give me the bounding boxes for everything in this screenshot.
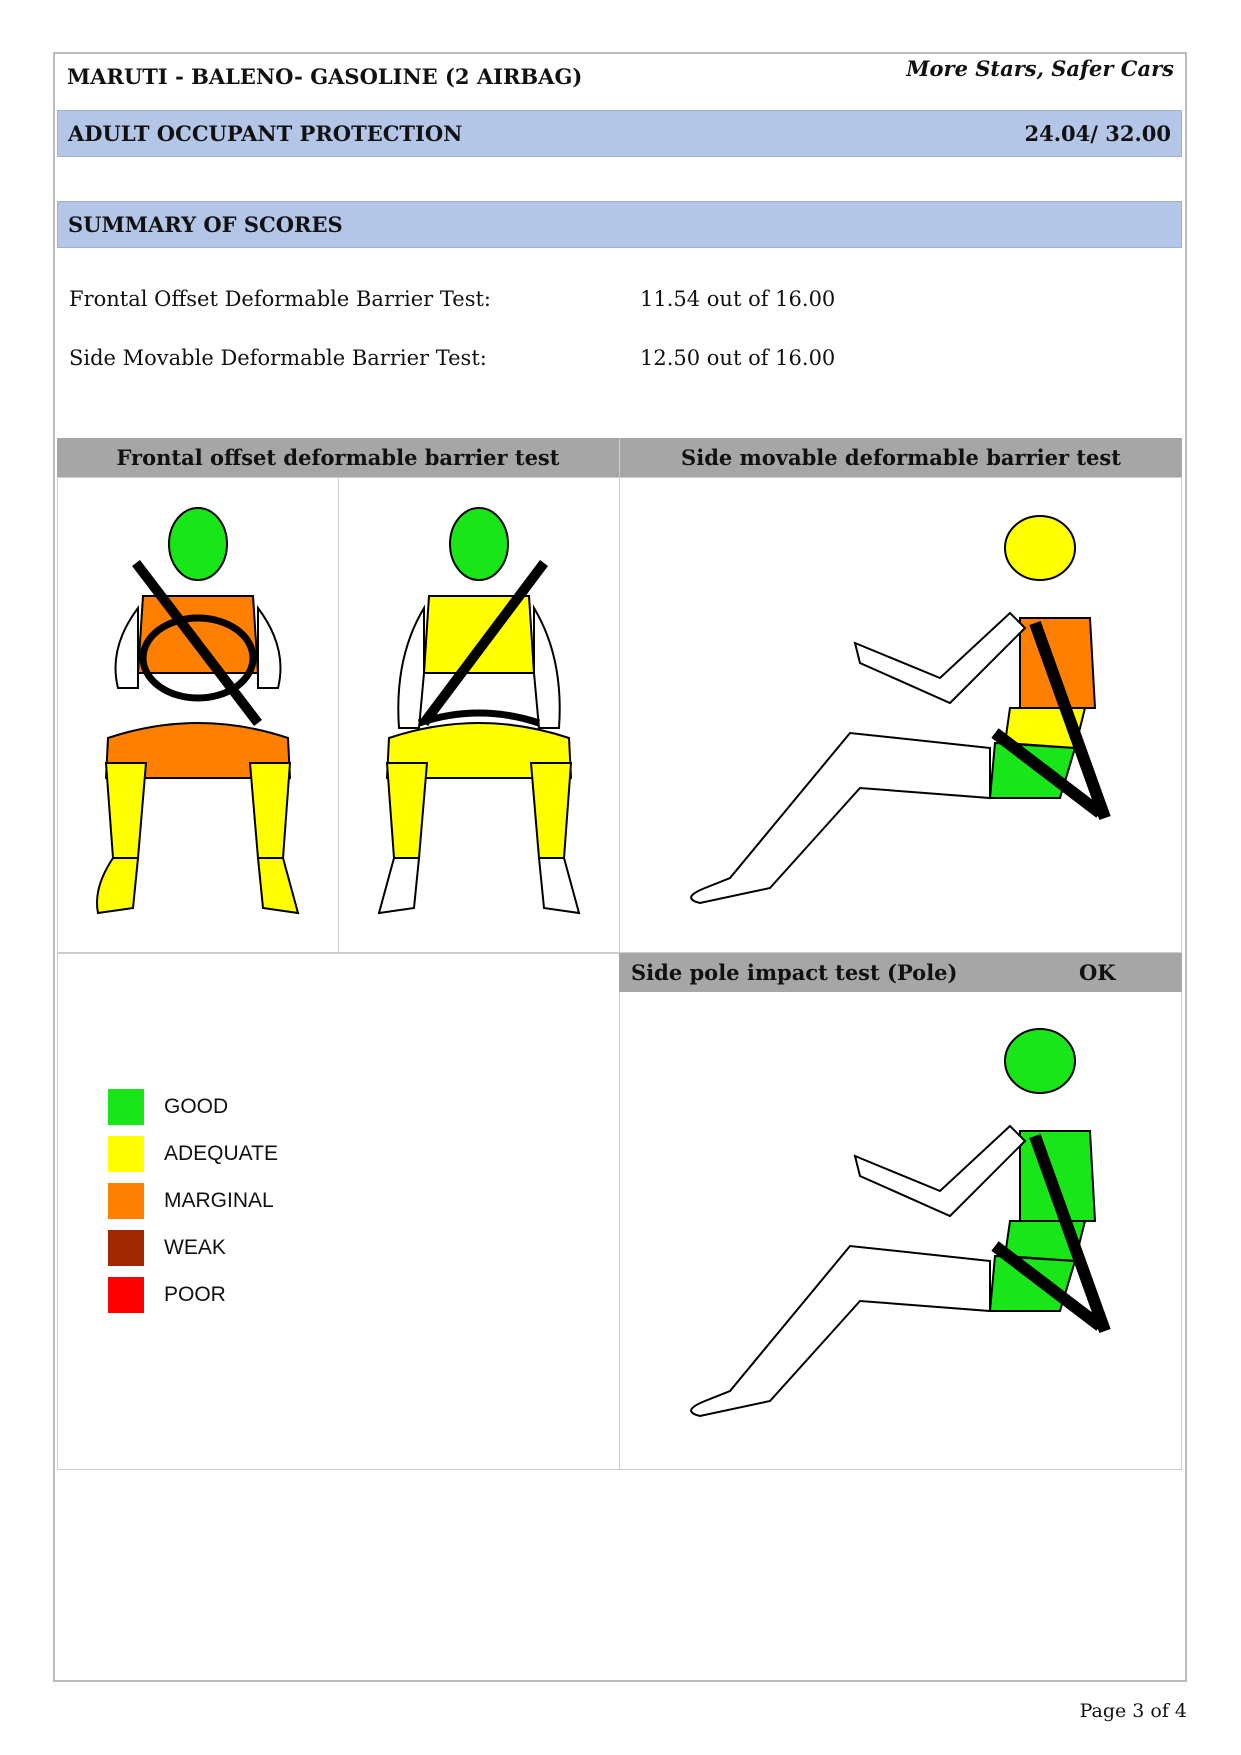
slogan: More Stars, Safer Cars bbox=[906, 56, 1174, 81]
legend-cell: GOOD ADEQUATE MARGINAL WEAK POOR bbox=[57, 953, 620, 1470]
legend: GOOD ADEQUATE MARGINAL WEAK POOR bbox=[108, 1089, 278, 1313]
summary-bar: SUMMARY OF SCORES bbox=[57, 201, 1182, 248]
legend-adequate: ADEQUATE bbox=[108, 1136, 278, 1172]
page-frame bbox=[53, 52, 1187, 1682]
summary-label: SUMMARY OF SCORES bbox=[68, 212, 343, 237]
driver-dummy-figure bbox=[96, 507, 300, 915]
side-test-score: 12.50 out of 16.00 bbox=[640, 346, 836, 370]
side-header: Side movable deformable barrier test bbox=[619, 438, 1182, 477]
pole-result: OK bbox=[1079, 960, 1116, 985]
legend-poor: POOR bbox=[108, 1277, 278, 1313]
pole-dummy-figure bbox=[690, 1028, 1111, 1418]
legend-marginal: MARGINAL bbox=[108, 1183, 278, 1219]
adult-occupant-label: ADULT OCCUPANT PROTECTION bbox=[68, 121, 463, 146]
adult-occupant-bar: ADULT OCCUPANT PROTECTION 24.04/ 32.00 bbox=[57, 110, 1182, 157]
side-dummy-figure bbox=[690, 515, 1111, 905]
legend-weak: WEAK bbox=[108, 1230, 278, 1266]
frontal-driver-cell bbox=[57, 477, 339, 953]
report-title: MARUTI - BALENO- GASOLINE (2 AIRBAG) bbox=[67, 64, 583, 89]
page-number: Page 3 of 4 bbox=[1079, 1700, 1187, 1722]
passenger-dummy-figure bbox=[377, 507, 581, 915]
frontal-test-label: Frontal Offset Deformable Barrier Test: bbox=[69, 287, 491, 311]
frontal-test-score: 11.54 out of 16.00 bbox=[640, 287, 836, 311]
frontal-header: Frontal offset deformable barrier test bbox=[57, 438, 619, 477]
side-test-label: Side Movable Deformable Barrier Test: bbox=[69, 346, 487, 370]
legend-good: GOOD bbox=[108, 1089, 278, 1125]
adult-occupant-score: 24.04/ 32.00 bbox=[1024, 121, 1172, 146]
frontal-passenger-cell bbox=[338, 477, 620, 953]
pole-label: Side pole impact test (Pole) bbox=[631, 960, 958, 985]
pole-cell: Side pole impact test (Pole) OK bbox=[619, 953, 1182, 1470]
pole-header: Side pole impact test (Pole) OK bbox=[619, 953, 1182, 992]
side-barrier-cell bbox=[619, 477, 1182, 953]
